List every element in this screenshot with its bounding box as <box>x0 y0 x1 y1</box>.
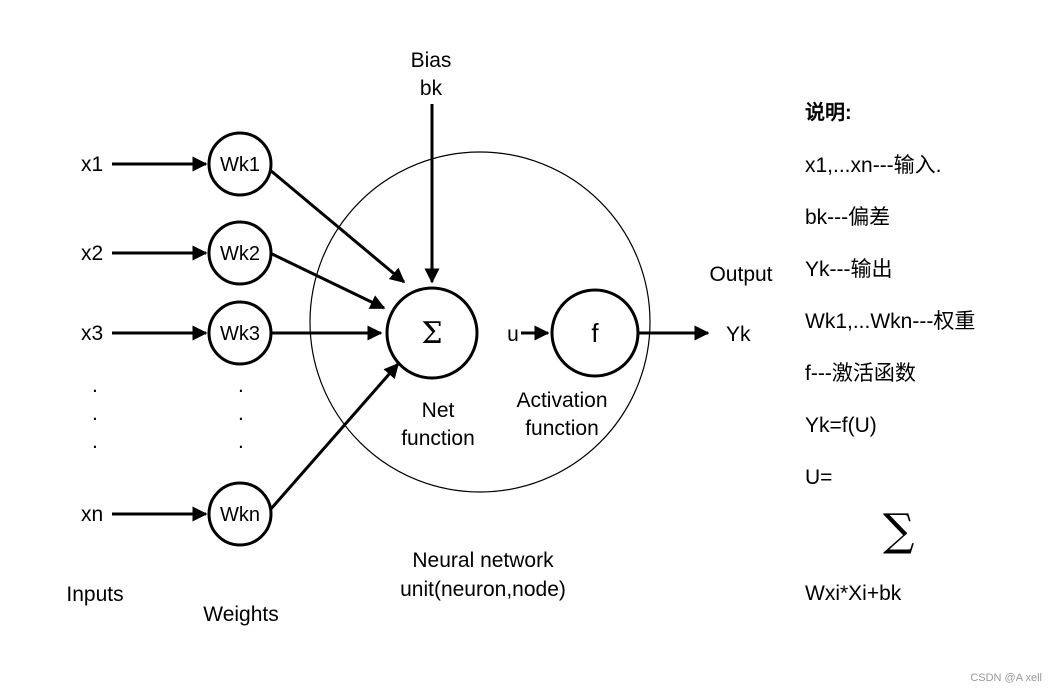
weight-label-n: Wkn <box>220 504 260 526</box>
legend-line-inputs: x1,...xn---输入. <box>805 154 942 177</box>
weight-label-3: Wk3 <box>220 323 260 345</box>
input-ellipsis-dot: . <box>92 374 98 397</box>
weight-label-2: Wk2 <box>220 243 260 265</box>
input-label-3: x3 <box>81 322 103 345</box>
watermark: CSDN @A xell <box>970 672 1042 684</box>
input-ellipsis-dot: . <box>92 430 98 453</box>
bias-label: Bias <box>411 49 452 72</box>
weight-arrow-1 <box>269 168 406 284</box>
u-label: u <box>507 323 519 346</box>
input-label-2: x2 <box>81 242 103 265</box>
input-ellipsis-dot: . <box>92 402 98 425</box>
weights-caption: Weights <box>203 603 278 626</box>
legend-line-output: Yk---输出 <box>805 258 893 281</box>
net-function-label-line2: function <box>401 427 475 450</box>
weight-node-n <box>207 481 273 547</box>
sum-node <box>385 286 479 380</box>
activation-function-label-line2: function <box>525 417 599 440</box>
legend-line-weights: Wk1,...Wkn---权重 <box>805 310 976 333</box>
neuron-caption-line1: Neural network <box>412 549 554 572</box>
weight-ellipsis-dot: . <box>238 374 244 397</box>
input-label-1: x1 <box>81 153 103 176</box>
output-label: Output <box>709 263 772 286</box>
neuron-caption-line2: unit(neuron,node) <box>400 578 566 601</box>
weight-arrow-2 <box>269 251 386 310</box>
input-label-n: xn <box>81 503 103 526</box>
weight-node-1 <box>207 131 273 197</box>
sigma-symbol: Σ <box>421 316 442 351</box>
inputs-caption: Inputs <box>66 583 123 606</box>
weight-ellipsis-dot: . <box>238 402 244 425</box>
legend-line-activation: f---激活函数 <box>805 362 916 385</box>
output-variable-label: Yk <box>726 323 751 346</box>
activation-function-label-line1: Activation <box>516 389 607 412</box>
legend-title: 说明: <box>805 102 852 124</box>
neuron-boundary-circle <box>309 151 651 493</box>
legend-line-yk-formula: Yk=f(U) <box>805 414 877 437</box>
net-function-label-line1: Net <box>422 399 455 422</box>
weight-label-1: Wk1 <box>220 154 260 176</box>
weight-ellipsis-dot: . <box>238 430 244 453</box>
legend-sigma-symbol: ∑ <box>883 505 915 556</box>
legend-line-bias: bk---偏差 <box>805 206 891 229</box>
weight-arrow-n <box>268 362 400 511</box>
legend-line-u: U= <box>805 466 833 489</box>
f-symbol: f <box>591 318 599 348</box>
bias-variable-label: bk <box>420 77 443 100</box>
legend-line-u-formula: Wxi*Xi+bk <box>805 582 902 605</box>
